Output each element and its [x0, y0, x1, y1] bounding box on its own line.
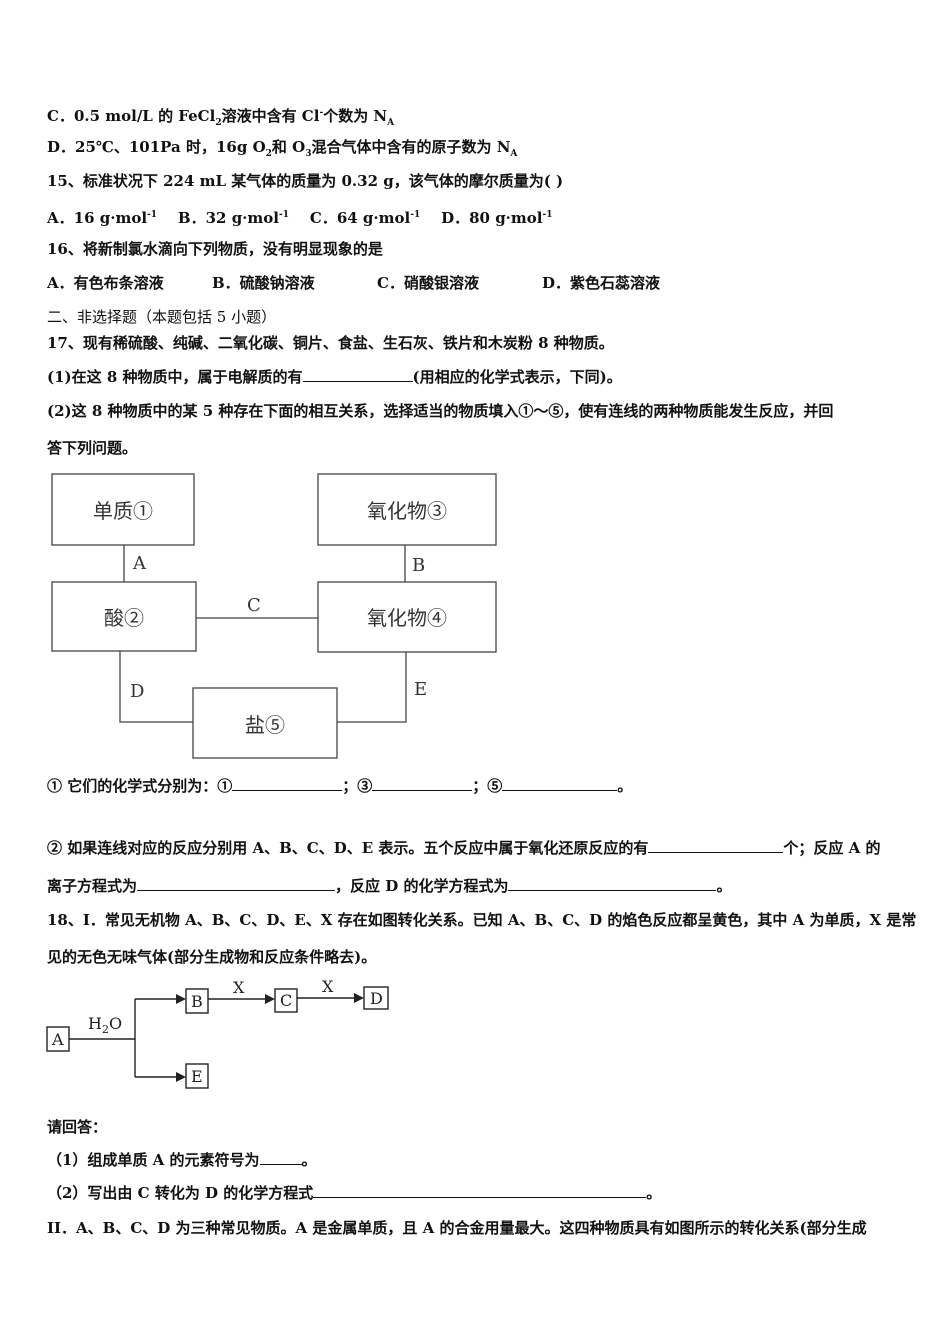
q18-line1: 18、I．常见无机物 A、B、C、D、E、X 存在如图转化关系。已知 A、B、C… [47, 911, 917, 929]
answer-blank[interactable] [502, 776, 618, 791]
answer-blank[interactable] [313, 1183, 647, 1198]
section-heading: 二、非选择题（本题包括 5 小题） [47, 308, 277, 326]
q17-part2-line2: 答下列问题。 [47, 439, 138, 457]
box3-label: 氧化物③ [367, 499, 447, 523]
q17-stem: 17、现有稀硫酸、纯碱、二氧化碳、铜片、食盐、生石灰、铁片和木炭粉 8 种物质。 [47, 334, 614, 352]
answer-blank[interactable] [648, 838, 784, 853]
q15-options: A．16 g·mol-1 B．32 g·mol-1 C．64 g·mol-1 D… [47, 205, 552, 228]
q18-sub1: （1）组成单质 A 的元素符号为。 [47, 1150, 317, 1169]
label-b: B [412, 555, 425, 576]
q15-stem: 15、标准状况下 224 mL 某气体的质量为 0.32 g，该气体的摩尔质量为… [47, 172, 564, 190]
q18-sub2: （2）写出由 C 转化为 D 的化学方程式。 [47, 1183, 662, 1202]
reagent-water: H2O [88, 1014, 122, 1036]
q18-ask: 请回答： [47, 1118, 108, 1136]
node-d-label: D [370, 989, 383, 1008]
box-oxide-4 [317, 581, 497, 653]
node-c-label: C [280, 991, 292, 1010]
label-d: D [130, 681, 144, 702]
reagent-x-1: X [233, 978, 245, 997]
label-a: A [132, 553, 147, 574]
q18-part2: II．A、B、C、D 为三种常见物质。A 是金属单质，且 A 的合金用量最大。这… [47, 1219, 867, 1237]
q16-options: A．有色布条溶液 B．硫酸钠溶液 C．硝酸银溶液 D．紫色石蕊溶液 [47, 273, 660, 293]
node-e-label: E [191, 1067, 203, 1086]
answer-blank[interactable] [232, 776, 343, 791]
q14-option-d: D．25℃、101Pa 时，16g O2和 O3混合气体中含有的原子数为 NA [47, 138, 518, 159]
reagent-x-2: X [322, 977, 334, 996]
q15-option-d: D．80 g·mol-1 [441, 209, 553, 227]
arrow-to-b [176, 994, 186, 1004]
node-a-label: A [51, 1030, 64, 1049]
q16-option-a: A．有色布条溶液 [47, 274, 164, 292]
q16-stem: 16、将新制氯水滴向下列物质，没有明显现象的是 [47, 240, 383, 258]
q17-part1: (1)在这 8 种物质中，属于电解质的有(用相应的化学式表示，下同)。 [47, 367, 622, 386]
q17-part2-line1: (2)这 8 种物质中的某 5 种存在下面的相互关系，选择适当的物质填入①～⑤，… [47, 402, 834, 420]
q15-option-c: C．64 g·mol-1 [309, 209, 421, 227]
node-b [185, 988, 209, 1014]
q16-option-d: D．紫色石蕊溶液 [542, 274, 661, 292]
box4-label: 氧化物④ [367, 606, 447, 630]
node-b-label: B [191, 992, 203, 1011]
q15-option-b: B．32 g·mol-1 [177, 209, 289, 227]
q14-option-c: C．0.5 mol/L 的 FeCl2溶液中含有 Cl-个数为 NA [47, 107, 395, 128]
link-d [119, 651, 193, 723]
label-e: E [414, 679, 427, 700]
arrow-to-d [354, 993, 364, 1003]
q17-sub2-line1: ② 如果连线对应的反应分别用 A、B、C、D、E 表示。五个反应中属于氧化还原反… [47, 838, 881, 857]
q16-option-b: B．硫酸钠溶液 [212, 274, 315, 292]
box2-label: 酸② [104, 606, 144, 630]
label-c: C [247, 595, 261, 616]
node-c [274, 988, 298, 1013]
answer-blank[interactable] [302, 367, 413, 382]
arrow-to-e [176, 1072, 186, 1082]
answer-blank[interactable] [137, 876, 336, 891]
q15-option-a: A．16 g·mol-1 [47, 209, 158, 227]
box-salt-5 [192, 687, 338, 759]
answer-blank[interactable] [372, 776, 473, 791]
q17-sub1: ① 它们的化学式分别为：①；③；⑤。 [47, 776, 633, 795]
arrow-to-c [265, 994, 275, 1004]
box-oxide-3 [317, 473, 497, 546]
box5-label: 盐⑤ [245, 713, 285, 737]
q16-option-c: C．硝酸银溶液 [377, 274, 479, 292]
answer-blank[interactable] [259, 1150, 302, 1165]
box1-label: 单质① [93, 499, 153, 523]
box-element-1 [51, 473, 195, 546]
link-e [337, 652, 407, 723]
answer-blank[interactable] [508, 876, 717, 891]
node-e [185, 1063, 209, 1089]
q18-line2: 见的无色无味气体(部分生成物和反应条件略去)。 [47, 948, 377, 966]
q17-sub2-line2: 离子方程式为，反应 D 的化学方程式为。 [47, 876, 732, 895]
